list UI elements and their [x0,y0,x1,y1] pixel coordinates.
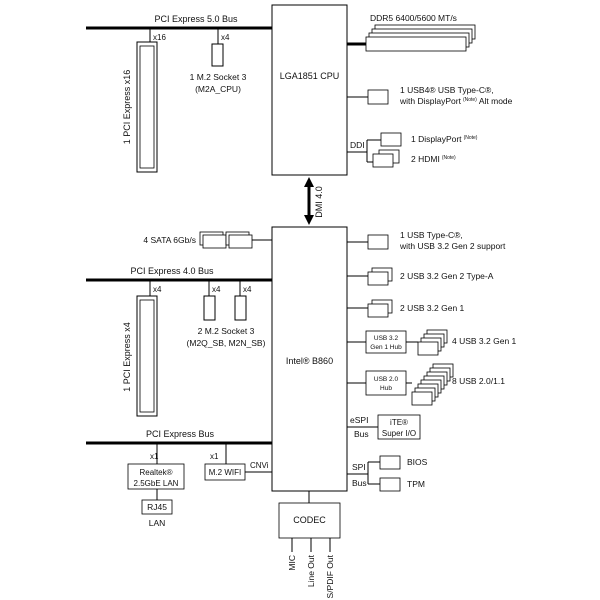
m2-wifi-label: M.2 WIFI [209,468,241,477]
espi-label: eSPI [350,415,368,425]
m2a-cpu-slot [211,43,224,67]
usb-typec-label-line2: with USB 3.2 Gen 2 support [399,241,506,251]
wifi-lane-label: x1 [210,452,219,461]
realtek-label-line2: 2.5GbE LAN [134,479,179,488]
spdif-out-label: S/PDIF Out [325,554,335,598]
usb32-gen1-hub-ports [417,341,439,356]
sata-ports [228,234,253,249]
m2a-lane-label: x4 [221,33,230,42]
usb32-gen1-label: 2 USB 3.2 Gen 1 [400,303,465,313]
lan-label: LAN [149,518,166,528]
ddi-label: DDI [350,140,365,150]
pcie4-bus-label: PCI Express 4.0 Bus [130,266,214,276]
displayport-label: 1 DisplayPort(Note) [411,134,478,144]
m2a-cpu-label-line2: (M2A_CPU) [195,84,241,94]
tpm-chip [379,477,401,492]
usb20-hub [365,370,407,396]
usb4-label-line2: with DisplayPort(Note)Alt mode [399,96,513,106]
m2q-lane-label: x4 [212,285,221,294]
rj45-label: RJ45 [147,502,167,512]
ite-label-line2: Super I/O [382,429,416,438]
usb32-gen1-hub-ports-label: 4 USB 3.2 Gen 1 [452,336,517,346]
usb-typec-label-line1: 1 USB Type-C®, [400,230,463,240]
m2n-lane-label: x4 [243,285,252,294]
pcie-x16-slot-label: 1 PCI Express x16 [122,70,132,145]
usb32-gen2-label: 2 USB 3.2 Gen 2 Type-A [400,271,494,281]
rj45-port [141,499,173,515]
pcie5-bus-label: PCI Express 5.0 Bus [154,14,238,24]
m2-sb-label-line2: (M2Q_SB, M2N_SB) [187,338,266,348]
line-out-label: Line Out [306,554,316,587]
hdmi-label: 2 HDMI(Note) [411,154,456,164]
m2q-sb-slot [203,295,216,321]
ite-super-io [377,414,421,440]
codec-label: CODEC [293,515,326,525]
usb32-hub-label-line2: Gen 1 Hub [370,344,402,351]
spi-bus-label: Bus [352,478,367,488]
ite-label-line1: iTE® [390,418,408,427]
lan-lane-label: x1 [150,452,159,461]
dmi-label: DMI 4.0 [314,186,324,218]
realtek-label-line1: Realtek® [139,468,172,477]
realtek-lan-chip [127,463,185,490]
pcie-x4-slot-label: 1 PCI Express x4 [122,322,132,392]
usb20-ports [411,391,433,406]
slot2-lane-label: x4 [153,285,162,294]
pcie-x4-slot-inner [139,299,155,413]
bios-label: BIOS [407,457,428,467]
spi-label: SPI [352,462,366,472]
mic-label: MIC [287,555,297,571]
hdmi-ports [372,153,394,168]
usb20-ports-label: 8 USB 2.0/1.1 [452,376,505,386]
displayport-port [380,132,402,147]
chipset-label: Intel® B860 [286,356,333,366]
sata-label: 4 SATA 6Gb/s [143,235,196,245]
pcie-x16-slot-inner [139,45,155,169]
chipset-box [271,226,348,492]
x16-lane-label: x16 [153,33,166,42]
usb4-label-line1: 1 USB4® USB Type-C®, [400,85,494,95]
m2n-sb-slot [234,295,247,321]
m2-sb-label-line1: 2 M.2 Socket 3 [198,326,255,336]
cnvi-label: CNVi [250,461,269,470]
memory-dimm-stack [365,36,467,52]
pcie-bus-label: PCI Express Bus [146,429,215,439]
usb32-hub-label-line1: USB 3.2 [374,335,399,342]
usb-typec-port [367,234,389,250]
bios-chip [379,455,401,470]
memory-label: DDR5 6400/5600 MT/s [370,13,457,23]
usb20-hub-label-line1: USB 2.0 [374,376,399,383]
usb32-gen2-ports [367,271,389,286]
cpu-box [271,4,348,176]
m2a-cpu-label-line1: 1 M.2 Socket 3 [190,72,247,82]
tpm-label: TPM [407,479,425,489]
usb32-gen1-ports [367,303,389,318]
espi-bus-label: Bus [354,429,369,439]
codec-box [278,502,341,539]
cpu-label: LGA1851 CPU [280,71,340,81]
usb20-hub-label-line2: Hub [380,385,392,392]
usb4-typec-port [367,89,389,105]
